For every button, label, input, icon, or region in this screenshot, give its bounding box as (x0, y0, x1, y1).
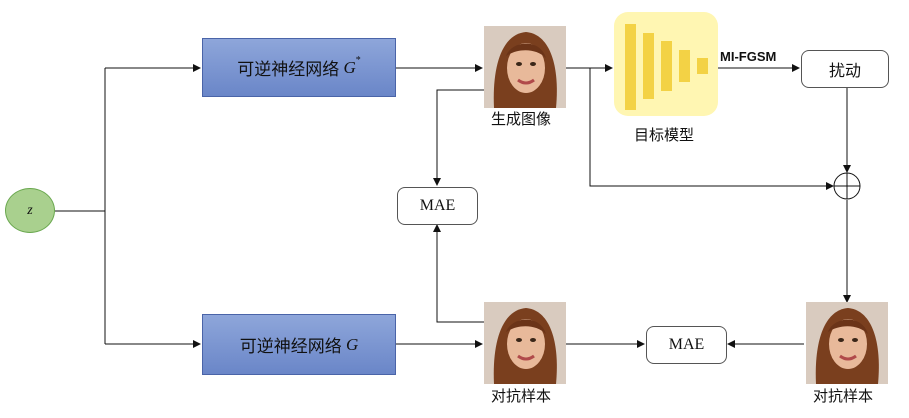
inn-top-box: 可逆神经网络 G* (202, 38, 396, 97)
latent-z-node: z (5, 188, 55, 233)
mae-bottom-label: MAE (668, 336, 705, 353)
adversarial-caption-right: 对抗样本 (813, 389, 874, 405)
model-layer-2 (643, 33, 654, 99)
target-model-caption: 目标模型 (634, 128, 695, 144)
mae-top-box: MAE (397, 187, 478, 225)
generated-image-caption: 生成图像 (491, 112, 552, 128)
perturbation-label: 扰动 (828, 63, 861, 80)
generated-face-image (484, 26, 566, 108)
inn-bottom-box: 可逆神经网络 G (202, 314, 396, 375)
inn-bottom-symbol: G (345, 334, 359, 354)
inn-top-sup: * (355, 55, 361, 66)
model-layer-1 (625, 24, 636, 110)
inn-bottom-label: 可逆神经网络 (239, 337, 342, 356)
model-layer-4 (679, 50, 690, 82)
perturbation-box: 扰动 (801, 50, 889, 88)
adversarial-caption-mid: 对抗样本 (491, 389, 552, 405)
model-layer-5 (697, 58, 708, 74)
model-layer-3 (661, 41, 672, 91)
mi-fgsm-label: MI-FGSM (720, 49, 777, 64)
edge-image-to-mae-top (433, 89, 484, 186)
latent-z-label: z (27, 202, 33, 218)
adversarial-face-right (806, 302, 888, 384)
adversarial-face-mid (484, 302, 566, 384)
inn-top-label: 可逆神经网络 (237, 60, 340, 79)
edge-adv-to-mae-top (433, 224, 484, 323)
edge-image-to-plus (589, 68, 834, 190)
mae-top-label: MAE (419, 197, 456, 214)
mae-bottom-box: MAE (646, 326, 727, 364)
inn-top-symbol: G (343, 57, 356, 77)
